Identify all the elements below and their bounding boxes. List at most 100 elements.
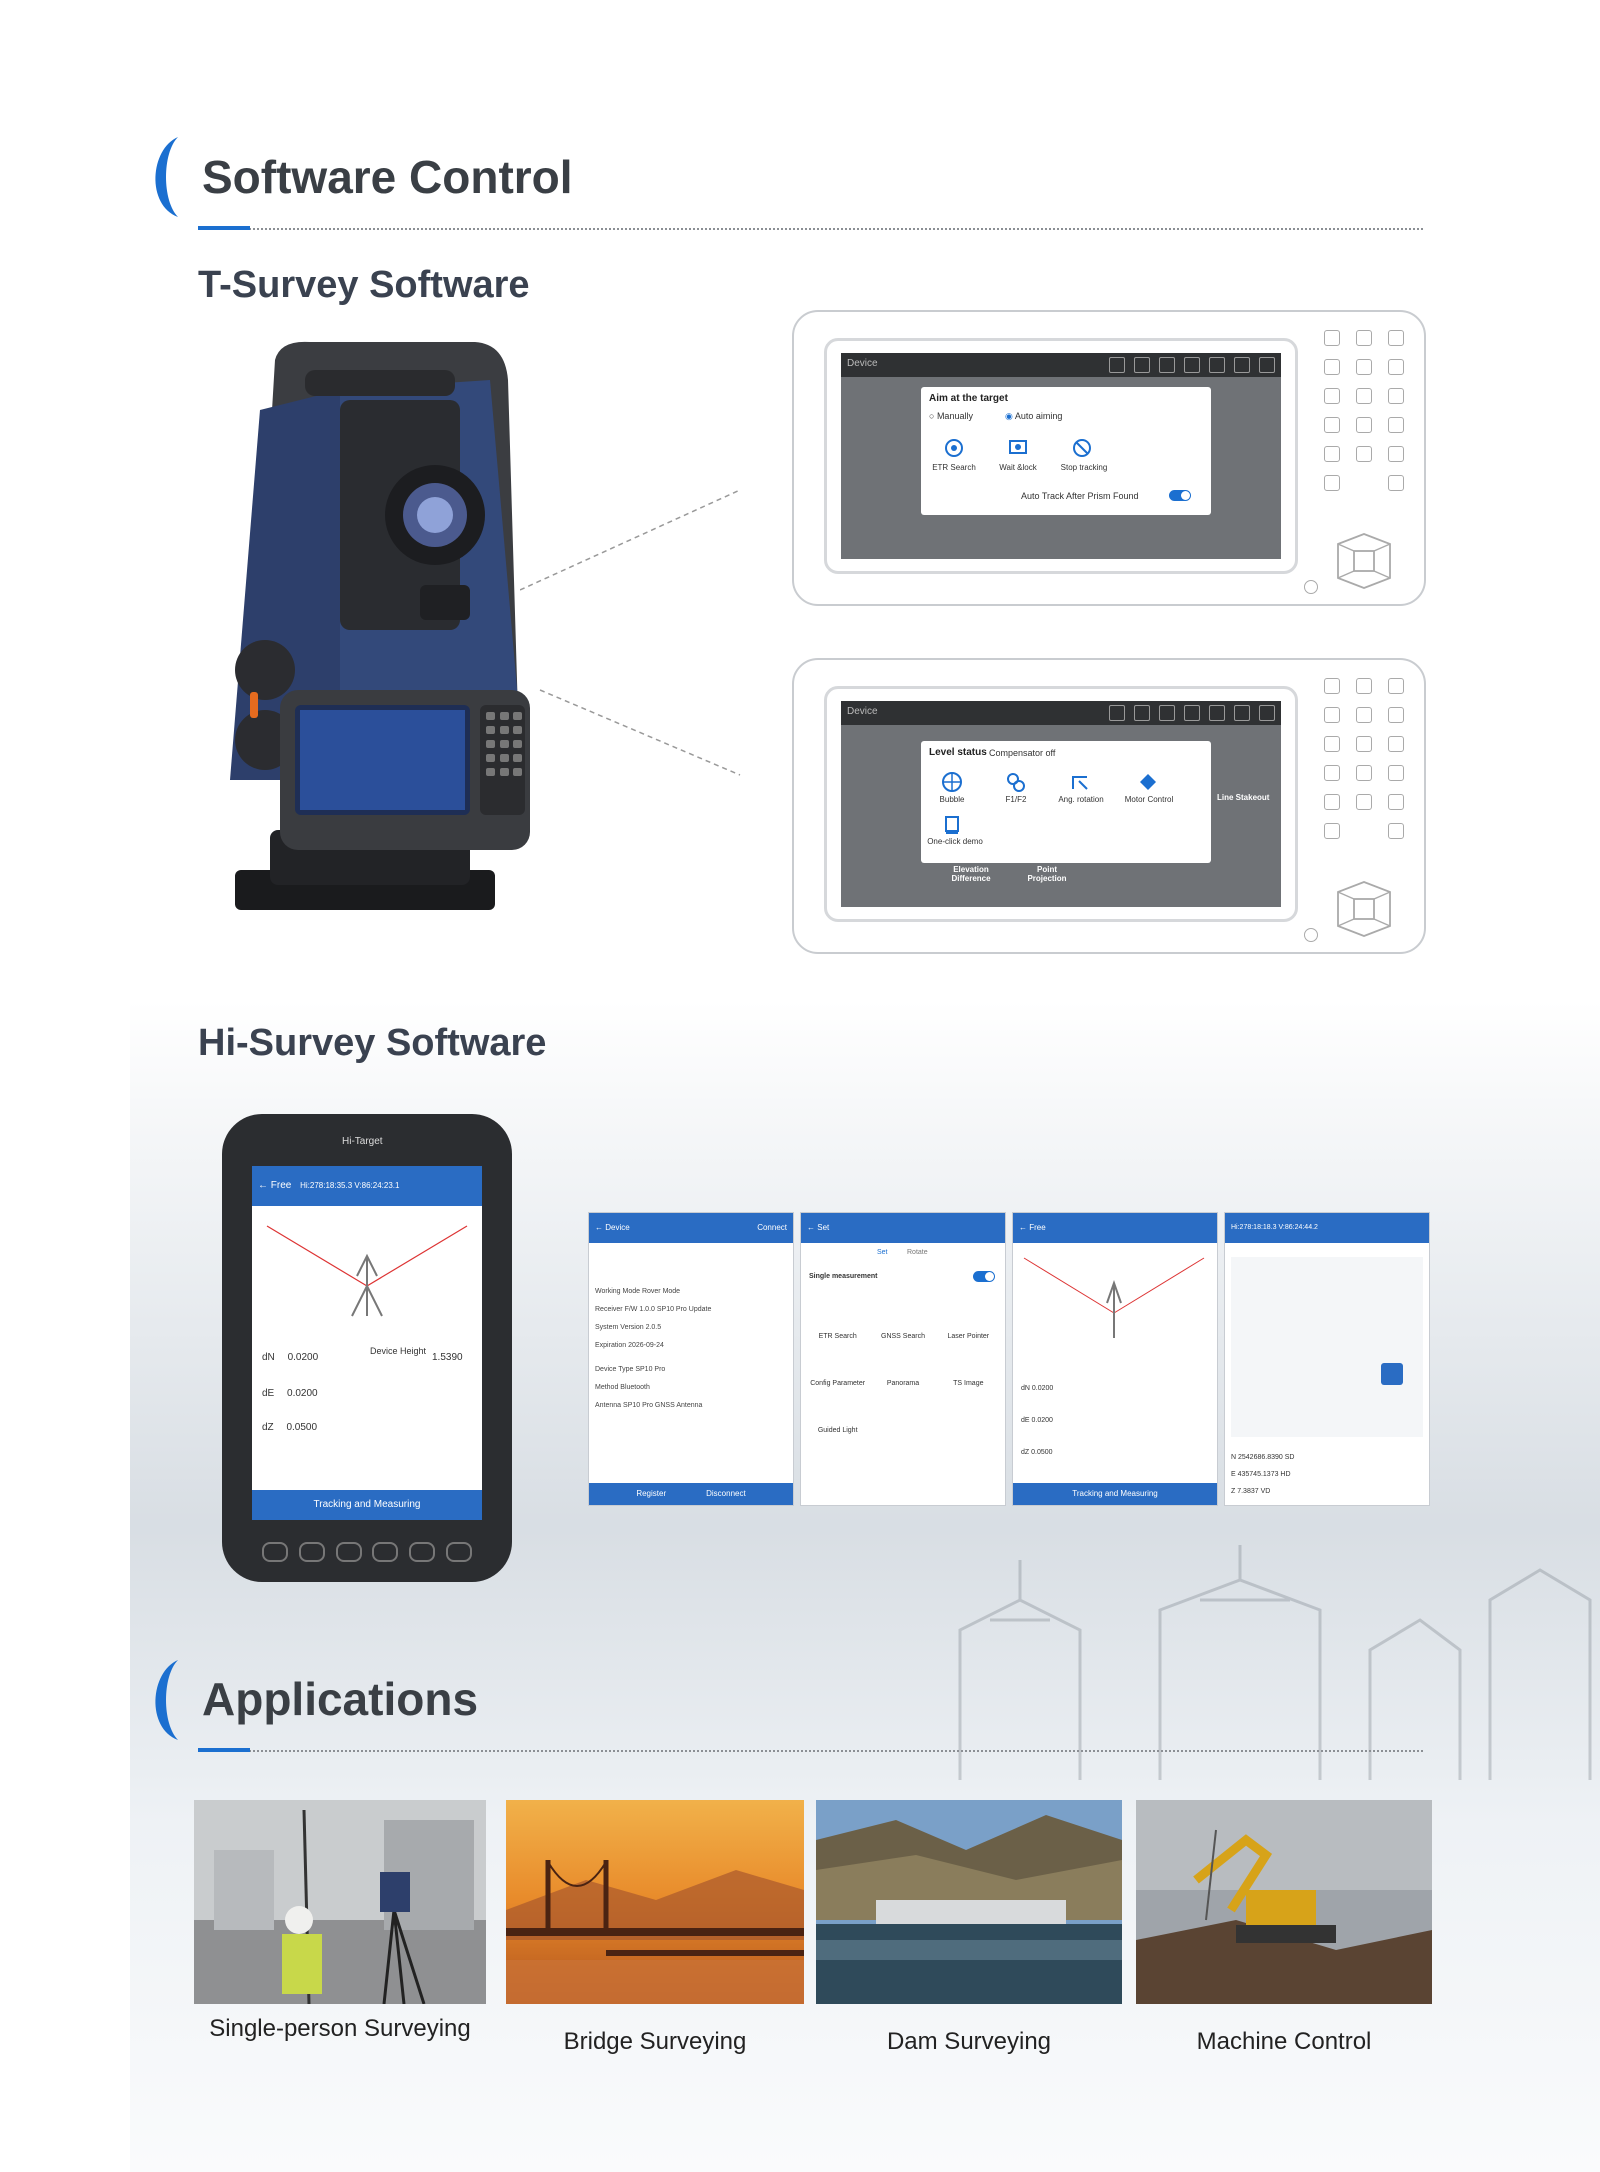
info-row: Antenna SP10 Pro GNSS Antenna xyxy=(595,1402,703,1409)
bubble-label: Bubble xyxy=(939,795,965,804)
shot-title: Free xyxy=(1029,1223,1046,1232)
stop-tracking-icon[interactable] xyxy=(1071,437,1093,459)
tab-rotate[interactable]: Rotate xyxy=(907,1249,928,1256)
dz-label: dZ 0.0500 xyxy=(262,1422,318,1433)
key[interactable] xyxy=(1388,417,1404,433)
key[interactable] xyxy=(1356,736,1372,752)
key[interactable] xyxy=(1324,707,1340,723)
connect-button[interactable]: Connect xyxy=(757,1223,787,1232)
radio-manual[interactable]: ○ Manually xyxy=(929,411,973,421)
key[interactable] xyxy=(1356,388,1372,404)
photo-dam-surveying xyxy=(816,1800,1122,2004)
key[interactable] xyxy=(1324,736,1340,752)
key[interactable] xyxy=(1388,678,1404,694)
key[interactable] xyxy=(1324,475,1340,491)
wait-lock-icon[interactable] xyxy=(1007,437,1029,459)
key[interactable] xyxy=(1324,417,1340,433)
laser-pointer-item[interactable]: Laser Pointer xyxy=(947,1333,990,1340)
key[interactable] xyxy=(1324,823,1340,839)
single-measurement-toggle[interactable] xyxy=(973,1271,995,1282)
config-parameter-item[interactable]: Config Parameter xyxy=(810,1380,866,1387)
auto-track-label: Auto Track After Prism Found xyxy=(1021,491,1139,501)
tablet-footer-button[interactable]: Tracking and Measuring xyxy=(252,1490,482,1520)
key[interactable] xyxy=(1356,330,1372,346)
key[interactable] xyxy=(1388,736,1404,752)
info-row: System Version 2.0.5 xyxy=(595,1324,662,1331)
key[interactable] xyxy=(1324,794,1340,810)
key[interactable] xyxy=(1356,765,1372,781)
tab-set[interactable]: Set xyxy=(877,1249,888,1256)
shot-title: Hi:278:18:18.3 V:86:24:44.2 xyxy=(1231,1224,1318,1231)
key[interactable] xyxy=(1388,707,1404,723)
key[interactable] xyxy=(1388,475,1404,491)
tablet-angles: Hi:278:18:35.3 V:86:24:23.1 xyxy=(300,1181,400,1190)
dn-label: dN 0.0200 xyxy=(262,1352,319,1363)
key[interactable] xyxy=(1388,765,1404,781)
auto-track-toggle[interactable] xyxy=(1169,490,1191,501)
key[interactable] xyxy=(1388,446,1404,462)
key[interactable] xyxy=(1324,765,1340,781)
level-status-value: Compensator off xyxy=(989,748,1056,758)
dn-value: 0.0200 xyxy=(287,1352,319,1363)
offset-row: dN 0.0200 xyxy=(1021,1385,1054,1392)
rotation-icon[interactable] xyxy=(1069,771,1091,793)
setup-diagram xyxy=(266,1225,468,1317)
tracking-button[interactable]: Tracking and Measuring xyxy=(1013,1483,1217,1505)
etr-search-label: ETR Search xyxy=(932,463,976,472)
power-button[interactable] xyxy=(1304,580,1318,594)
dpad-icon[interactable] xyxy=(1334,880,1394,938)
ts-topbar-title: Device xyxy=(847,358,878,369)
t-survey-title: T-Survey Software xyxy=(198,264,530,306)
key[interactable] xyxy=(1356,446,1372,462)
shot-header: ← Free xyxy=(1013,1213,1217,1243)
radio-auto[interactable]: ◉ Auto aiming xyxy=(1005,411,1063,421)
f1-f2-icon[interactable] xyxy=(1005,771,1027,793)
map-area[interactable] xyxy=(1231,1257,1423,1437)
key[interactable] xyxy=(1324,359,1340,375)
key[interactable] xyxy=(1324,330,1340,346)
etr-search-icon[interactable] xyxy=(943,437,965,459)
key[interactable] xyxy=(1388,794,1404,810)
key[interactable] xyxy=(1324,678,1340,694)
locate-icon[interactable] xyxy=(1381,1363,1403,1385)
ts-image-item[interactable]: TS Image xyxy=(953,1380,984,1387)
bubble-icon[interactable] xyxy=(941,771,963,793)
point-projection-label: Point Projection xyxy=(1027,865,1067,883)
one-click-demo-label: One-click demo xyxy=(927,837,983,846)
key[interactable] xyxy=(1388,823,1404,839)
key[interactable] xyxy=(1388,330,1404,346)
power-button[interactable] xyxy=(1304,928,1318,942)
etr-search-item[interactable]: ETR Search xyxy=(818,1333,857,1340)
coordinate-row: N 2542686.8390 SD xyxy=(1231,1454,1295,1461)
level-dialog-title: Level status xyxy=(929,747,987,758)
section-divider xyxy=(198,1750,1423,1752)
key[interactable] xyxy=(1388,388,1404,404)
de-value: 0.0200 xyxy=(287,1388,318,1399)
ts-screen-content: Device Level status Compensator off Bubb… xyxy=(841,701,1281,907)
tablet-mode: Free xyxy=(270,1180,292,1191)
dpad-icon[interactable] xyxy=(1334,532,1394,590)
key[interactable] xyxy=(1324,388,1340,404)
ts-panel-auto-aiming: Device Aim at the target ○ Manually ◉ Au… xyxy=(792,310,1426,606)
caption-machine-control: Machine Control xyxy=(1196,2028,1372,2055)
ts-topbar-title: Device xyxy=(847,706,878,717)
caption-dam: Dam Surveying xyxy=(886,2028,1052,2055)
disconnect-button[interactable]: Disconnect xyxy=(706,1489,746,1498)
key[interactable] xyxy=(1356,678,1372,694)
shot-header: ← Set xyxy=(801,1213,1005,1243)
key[interactable] xyxy=(1356,707,1372,723)
key[interactable] xyxy=(1356,417,1372,433)
device-height-value[interactable]: 1.5390 xyxy=(432,1352,463,1363)
guided-light-item[interactable]: Guided Light xyxy=(817,1427,858,1434)
one-click-demo-icon[interactable] xyxy=(941,813,963,835)
register-button[interactable]: Register xyxy=(636,1489,667,1498)
panorama-item[interactable]: Panorama xyxy=(886,1380,920,1387)
key[interactable] xyxy=(1356,359,1372,375)
key[interactable] xyxy=(1324,446,1340,462)
single-measurement-label: Single measurement xyxy=(809,1273,878,1280)
key[interactable] xyxy=(1356,794,1372,810)
key[interactable] xyxy=(1388,359,1404,375)
gnss-search-item[interactable]: GNSS Search xyxy=(881,1333,925,1340)
motor-control-icon[interactable] xyxy=(1137,771,1159,793)
